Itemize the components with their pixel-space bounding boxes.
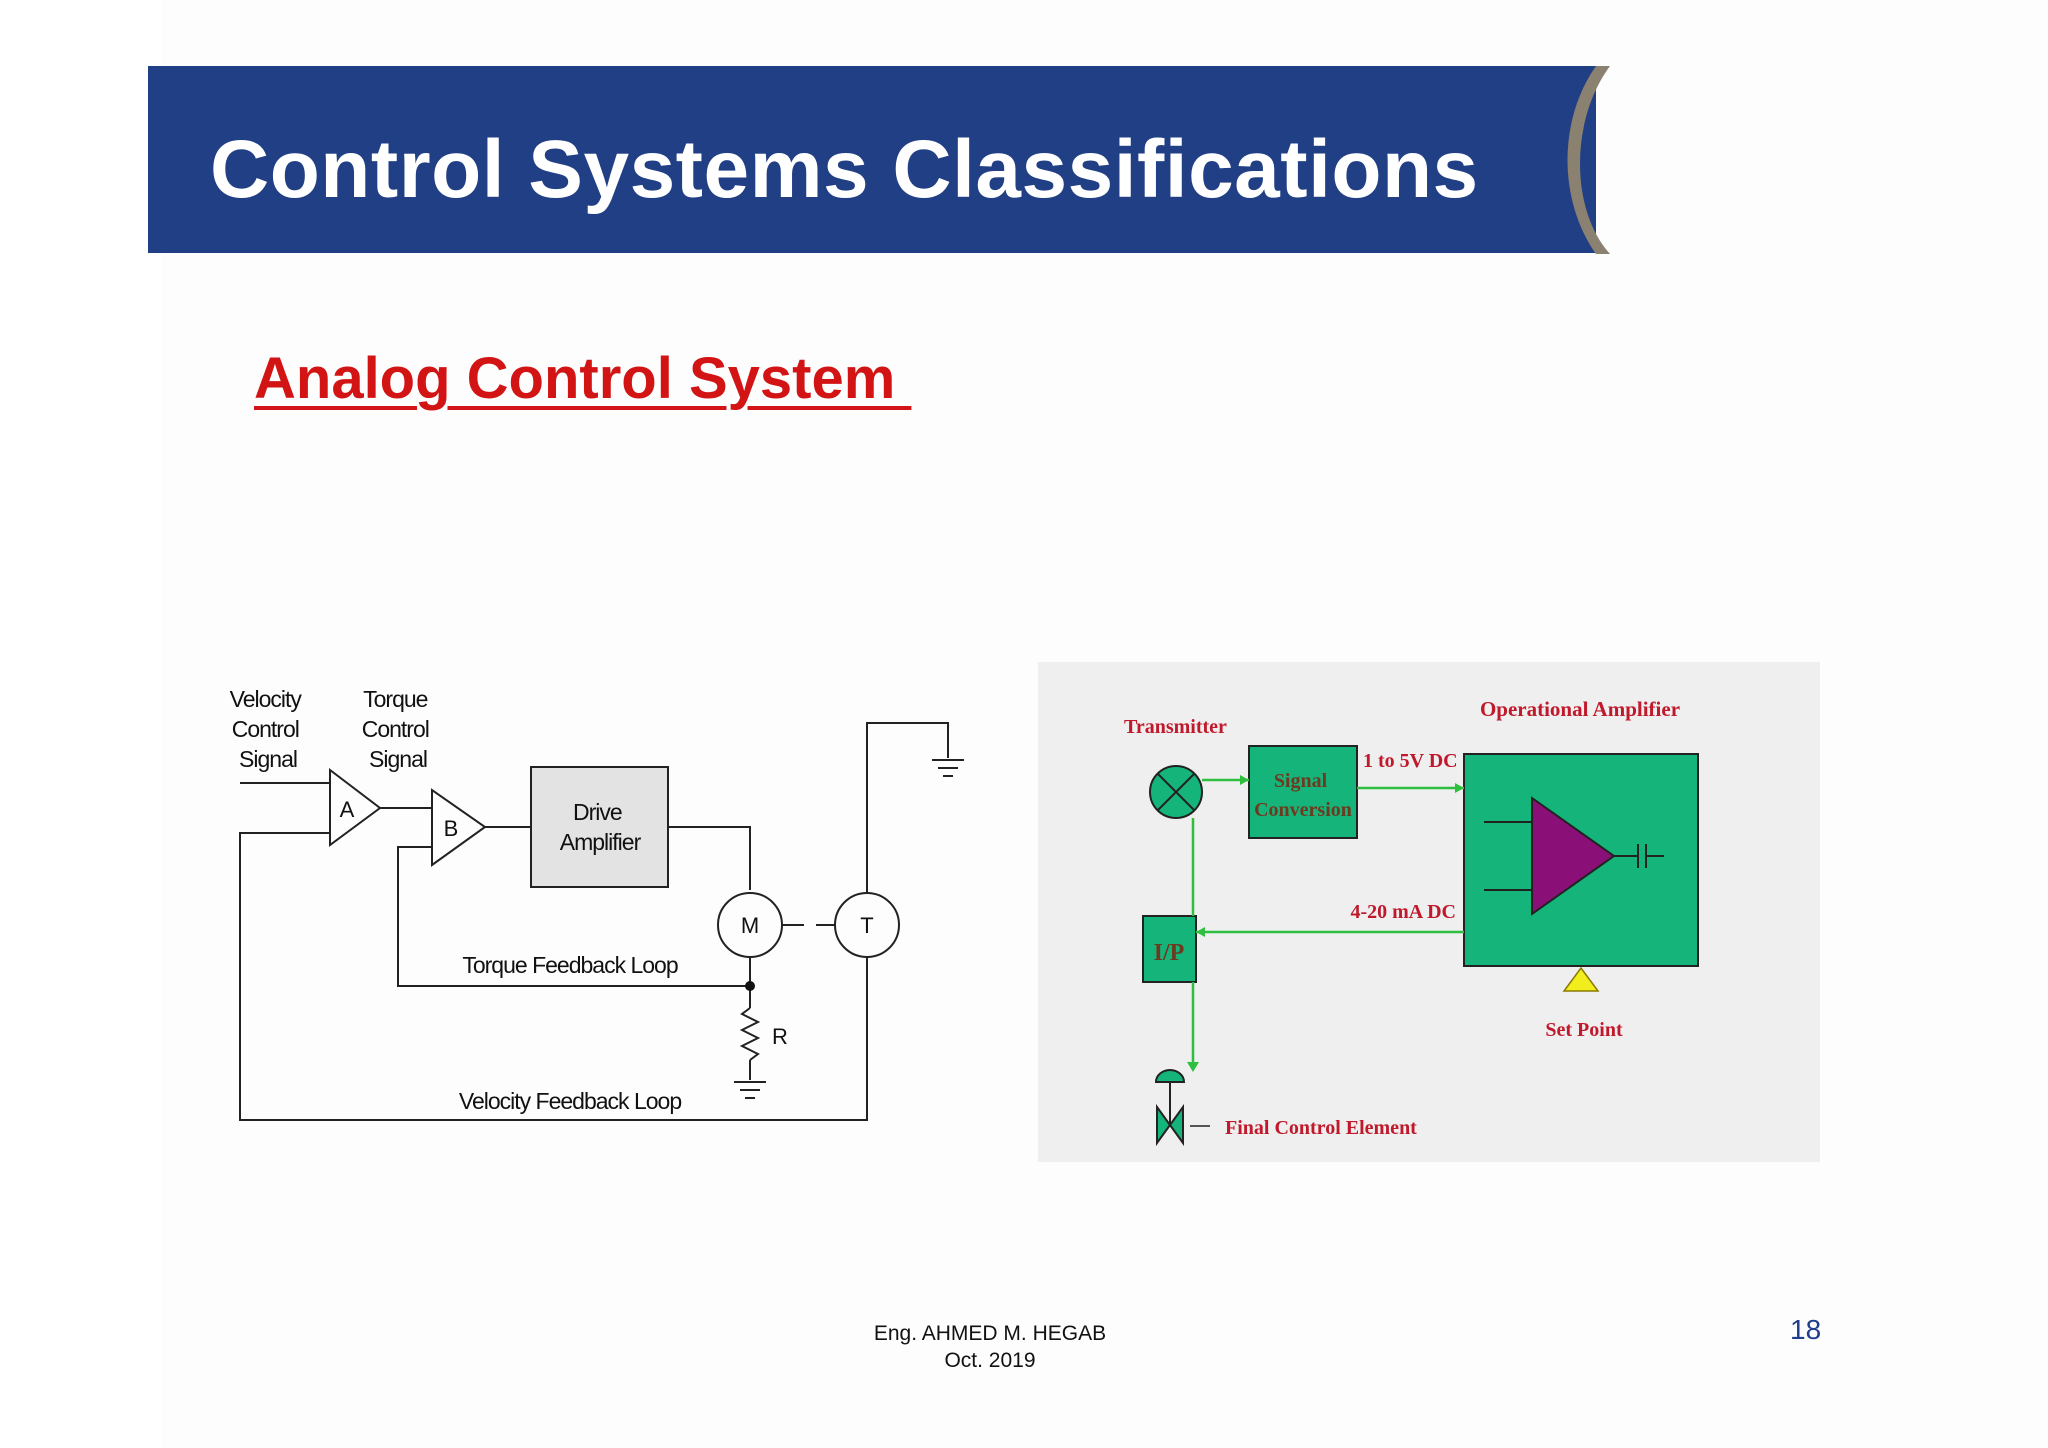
voltage-signal-label: 1 to 5V DC	[1363, 750, 1458, 772]
slide-title: Control Systems Classifications	[210, 124, 1479, 215]
set-point-label: Set Point	[1545, 1019, 1623, 1041]
velocity-torque-loop-diagram: Velocity Control Signal Torque Control S…	[230, 686, 964, 1121]
page-number: 18	[1790, 1314, 1822, 1345]
footer-date: Oct. 2019	[944, 1349, 1036, 1372]
drive-amplifier-label: Drive Amplifier	[560, 799, 642, 855]
motor-label: M	[741, 913, 759, 938]
opamp-triangle	[1531, 796, 1616, 916]
footer-author-name: Eng. AHMED M. HEGAB	[873, 1322, 1107, 1345]
amplifier-a-symbol	[329, 767, 382, 847]
transmitter-label: Transmitter	[1124, 716, 1227, 738]
valve-symbol	[1156, 1103, 1184, 1147]
torque-feedback-loop-label: Torque Feedback Loop	[462, 952, 677, 978]
velocity-control-signal-label: Velocity Control Signal	[230, 686, 307, 772]
amplifier-a-label: A	[340, 797, 355, 822]
section-heading: Analog Control System	[254, 346, 912, 411]
amplifier-b-label: B	[444, 816, 459, 841]
banner-curve-decoration	[1567, 66, 1610, 254]
operational-amplifier-label: Operational Amplifier	[1480, 697, 1680, 721]
amplifier-b-symbol	[431, 788, 487, 867]
process-control-loop-diagram: Transmitter Signal Conversion 1 to 5V DC…	[1038, 662, 1820, 1162]
title-banner	[148, 66, 1596, 253]
resistor-label: R	[772, 1024, 788, 1049]
set-point-symbol	[1562, 966, 1600, 992]
ip-converter-label: I/P	[1154, 940, 1185, 966]
velocity-feedback-loop-label: Velocity Feedback Loop	[459, 1088, 681, 1114]
signal-conversion-block	[1248, 745, 1358, 839]
drive-amplifier-block	[530, 766, 669, 888]
torque-control-signal-label: Torque Control Signal	[362, 686, 435, 772]
current-signal-label: 4-20 mA DC	[1350, 901, 1456, 923]
signal-conversion-label: Signal Conversion	[1254, 770, 1352, 821]
footer-author: Eng. AHMED M. HEGAB Oct. 2019	[800, 1320, 1180, 1374]
tachometer-label: T	[860, 913, 873, 938]
final-control-element-label: Final Control Element	[1225, 1117, 1417, 1139]
ip-converter-block	[1142, 915, 1197, 983]
